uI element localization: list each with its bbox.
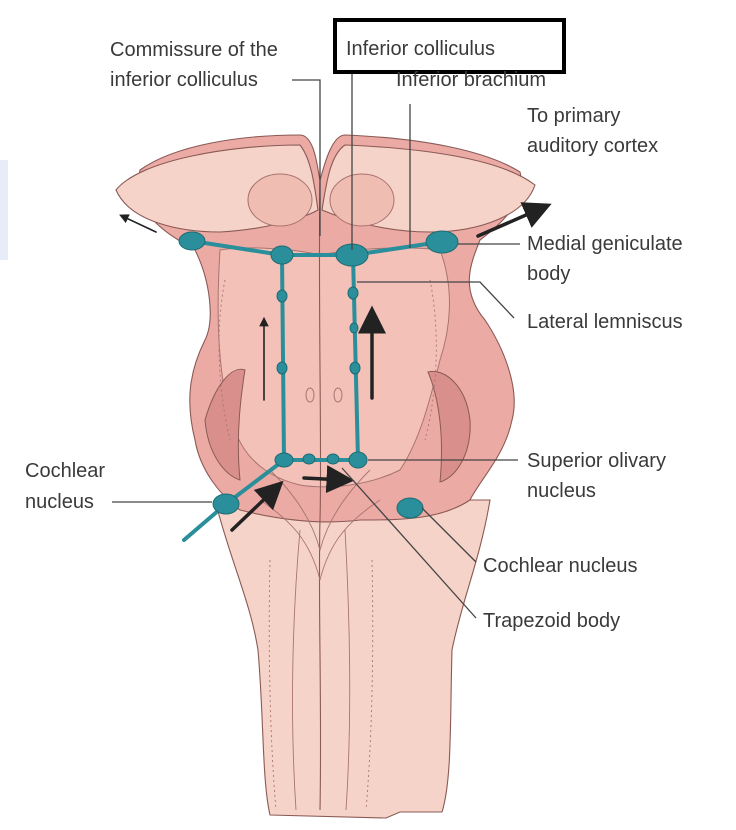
arrow-cochlear-to-olive <box>230 480 284 532</box>
label-lateral-lemniscus: Lateral lemniscus <box>527 311 683 333</box>
floor-oval-right <box>333 387 343 403</box>
trapezoid-node-2 <box>326 453 340 465</box>
arrow-to-cortex <box>476 202 552 238</box>
leader-lateral-lemniscus <box>357 281 515 319</box>
right-colliculus <box>329 173 395 227</box>
left-lemniscal-node-2 <box>276 289 288 303</box>
label-inferior-brachium: Inferior brachium <box>396 69 546 91</box>
label-cochlear-left-line2: nucleus <box>25 491 94 513</box>
leader-commissure <box>292 79 321 236</box>
leader-trapezoid <box>341 467 477 619</box>
right-medial-geniculate <box>425 230 459 254</box>
left-colliculus <box>247 173 313 227</box>
left-lateral-lemniscus-fibre <box>280 253 286 462</box>
label-commissure-line2: inferior colliculus <box>110 69 258 91</box>
right-lemniscal-node-2 <box>349 322 359 334</box>
arrow-left-output <box>119 214 157 233</box>
medulla <box>214 499 491 819</box>
arrow-trapezoid <box>302 465 355 494</box>
highlight-box <box>333 18 566 74</box>
trapezoid-node-1 <box>302 453 316 465</box>
commissural-fibre <box>190 239 442 257</box>
right-cochlear-nucleus <box>396 497 424 519</box>
label-superior-olivary-line1: Superior olivary <box>527 450 666 472</box>
leader-cochlear-right <box>421 507 477 563</box>
label-to-cortex-line1: To primary <box>527 105 620 127</box>
medulla-line-2 <box>344 529 351 811</box>
left-inferior-colliculus-nucleus <box>270 245 294 265</box>
right-superior-olive <box>348 451 368 469</box>
medulla-line-1 <box>292 529 301 811</box>
label-cochlear-right: Cochlear nucleus <box>483 555 638 577</box>
right-peduncle <box>427 370 471 483</box>
label-medial-geniculate-line2: body <box>527 263 570 285</box>
left-superior-olive <box>274 452 294 468</box>
lateral-dotted-right <box>424 279 437 441</box>
label-medial-geniculate-line1: Medial geniculate <box>527 233 683 255</box>
left-cochlear-nucleus <box>212 493 240 515</box>
pathway-nuclei <box>178 230 459 519</box>
labels: Commissure of the inferior colliculus In… <box>25 18 683 632</box>
ventricle-chevron-1 <box>259 499 381 581</box>
label-trapezoid-body: Trapezoid body <box>483 610 620 632</box>
left-lemniscal-node-1 <box>276 361 288 375</box>
brainstem <box>115 134 536 819</box>
label-commissure-line1: Commissure of the <box>110 39 278 61</box>
floor-oval-left <box>305 387 315 403</box>
left-peduncle <box>204 368 246 481</box>
left-medial-geniculate <box>178 231 206 251</box>
right-lemniscal-node-1 <box>349 361 361 375</box>
label-inferior-colliculus: Inferior colliculus <box>346 38 495 60</box>
label-superior-olivary-line2: nucleus <box>527 480 596 502</box>
right-lemniscal-node-3 <box>347 286 359 300</box>
left-edge-artifact <box>0 160 8 260</box>
lateral-dotted-left <box>218 279 231 441</box>
label-to-cortex-line2: auditory cortex <box>527 135 658 157</box>
leader-lines <box>112 74 520 619</box>
flow-arrows <box>119 202 552 532</box>
label-cochlear-left-line1: Cochlear <box>25 460 105 482</box>
midline-groove <box>318 179 322 811</box>
